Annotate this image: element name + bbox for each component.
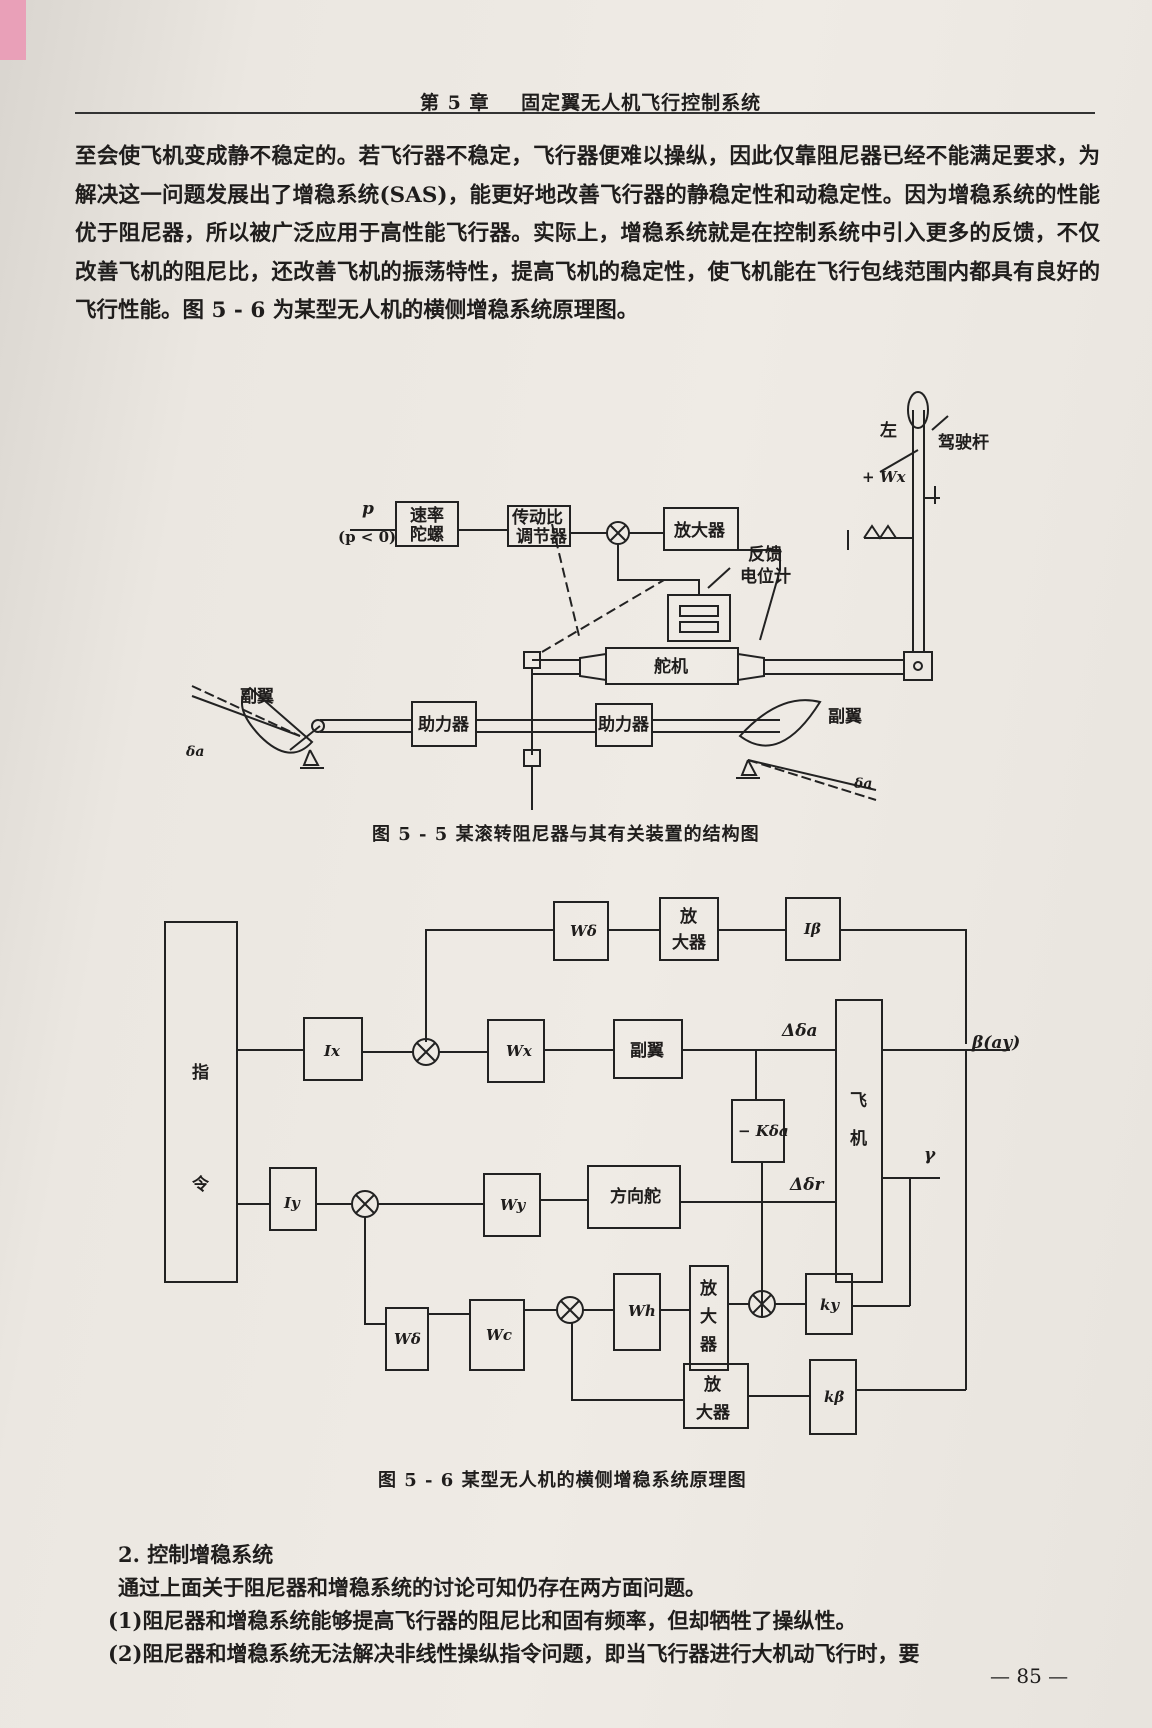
amplifier-box [663, 507, 739, 551]
w-delta-bottom [385, 1307, 429, 1371]
aircraft-label-2: 机 [850, 1128, 867, 1149]
delta-a-right: δa [853, 776, 872, 792]
booster-left-label: 助力器 [418, 714, 470, 735]
w-c [469, 1299, 525, 1371]
section-item-2: (2)阻尼器和增稳系统无法解决非线性操纵指令问题，即当飞行器进行大机动飞行时，要 [108, 1641, 920, 1666]
rudder-block [587, 1165, 681, 1229]
header-rule [75, 112, 1095, 114]
booster-left [411, 701, 477, 747]
aircraft-block [835, 999, 883, 1283]
section-line-1: 通过上面关于阻尼器和增稳系统的讨论可知仍存在两方面问题。 [118, 1575, 706, 1600]
running-header: 第 5 章 固定翼无人机飞行控制系统 [420, 88, 761, 115]
amp-top-label-2: 大器 [672, 932, 707, 953]
k-delta-a-label: − Kδa [738, 1122, 789, 1140]
w-y-label: Wy [500, 1196, 527, 1214]
left-aileron-label: 副翼 [240, 687, 274, 707]
p-condition: (p < 0) [338, 528, 396, 546]
amp-mid-label-3: 器 [699, 1335, 718, 1355]
w-c-label: Wc [486, 1326, 512, 1344]
force-label: + Wx [862, 468, 907, 486]
feedback-label-2: 电位计 [740, 566, 791, 587]
ratio-label-2: 调节器 [516, 526, 568, 547]
w-delta-bottom-label: Wδ [394, 1330, 421, 1348]
left-aileron-shape [241, 686, 314, 754]
right-aileron-label: 副翼 [828, 707, 862, 727]
k-y-label: ky [820, 1296, 840, 1314]
right-aileron-shape [738, 699, 822, 747]
page-number: — 85 — [990, 1664, 1069, 1688]
amp-mid-label-2: 大 [700, 1306, 717, 1327]
beta-label: β(ay) [971, 1033, 1020, 1053]
amp-mid-label-1: 放 [699, 1278, 718, 1299]
figure-5-5: p (p < 0) 速率 陀螺 传动比 调节器 放大器 反馈 电位计 舵机 助力… [185, 391, 989, 810]
k-beta-label: kβ [824, 1388, 844, 1406]
stick-label: 驾驶杆 [938, 432, 989, 453]
k-delta-a [731, 1099, 785, 1163]
figure-5-6: 指 令 Wδ 放 大器 Iβ Ix Wx 副翼 Δδa β(ay) 飞 机 − … [164, 897, 1020, 1435]
ratio-label-1: 传动比 [511, 507, 563, 528]
ratio-box [507, 505, 571, 547]
feedback-pot [667, 594, 731, 642]
i-y [269, 1167, 317, 1231]
delta-a-left: δa [185, 744, 204, 760]
amp-bottom-label-2: 大器 [696, 1402, 731, 1423]
d-delta-a-label: Δδa [781, 1021, 818, 1041]
amplifier-label: 放大器 [673, 520, 726, 541]
booster-right [595, 703, 653, 747]
command-label-2: 令 [192, 1174, 210, 1195]
body-paragraph: 至会使飞机变成静不稳定的。若飞行器不稳定，飞行器便难以操纵，因此仅靠阻尼器已经不… [75, 144, 1100, 323]
amp-mid [689, 1265, 729, 1371]
section-heading: 2. 控制增稳系统 [118, 1542, 274, 1567]
section-item-1: (1)阻尼器和增稳系统能够提高飞行器的阻尼比和固有频率，但却牺牲了操纵性。 [108, 1608, 857, 1633]
amp-bottom-label-1: 放 [703, 1374, 722, 1395]
gyro-box [395, 501, 459, 547]
w-delta-top-label: Wδ [570, 922, 597, 940]
rudder-label: 方向舵 [610, 1186, 661, 1207]
d-delta-r-label: Δδr [789, 1175, 825, 1195]
amp-top-label-1: 放 [679, 906, 698, 927]
w-h [613, 1273, 661, 1351]
figure-5-5-caption: 图 5 - 5 某滚转阻尼器与其有关装置的结构图 [372, 824, 760, 845]
section-control-sas: 2. 控制增稳系统 通过上面关于阻尼器和增稳系统的讨论可知仍存在两方面问题。 (… [108, 1538, 1108, 1670]
servo-label: 舵机 [654, 656, 688, 677]
chapter-number: 第 5 章 [420, 92, 490, 114]
booster-right-label: 助力器 [598, 714, 650, 735]
p-label: p [362, 499, 374, 519]
feedback-label-1: 反馈 [748, 544, 782, 565]
command-label-1: 指 [192, 1062, 209, 1083]
gyro-label-1: 速率 [410, 505, 444, 526]
command-block [164, 921, 238, 1283]
i-beta-label: Iβ [803, 920, 821, 938]
figure-5-6-caption: 图 5 - 6 某型无人机的横侧增稳系统原理图 [378, 1470, 747, 1491]
aileron-block-label: 副翼 [630, 1041, 664, 1061]
w-x-label: Wx [506, 1042, 533, 1060]
left-label: 左 [880, 420, 897, 441]
i-y-label: Iy [283, 1194, 301, 1212]
gyro-label-2: 陀螺 [410, 524, 444, 545]
aircraft-label-1: 飞 [850, 1091, 867, 1111]
chapter-title: 固定翼无人机飞行控制系统 [521, 92, 762, 114]
gamma-label: γ [924, 1145, 936, 1165]
w-h-label: Wh [628, 1302, 656, 1320]
i-x-label: Ix [323, 1042, 341, 1060]
page-marker-tab [0, 0, 26, 60]
